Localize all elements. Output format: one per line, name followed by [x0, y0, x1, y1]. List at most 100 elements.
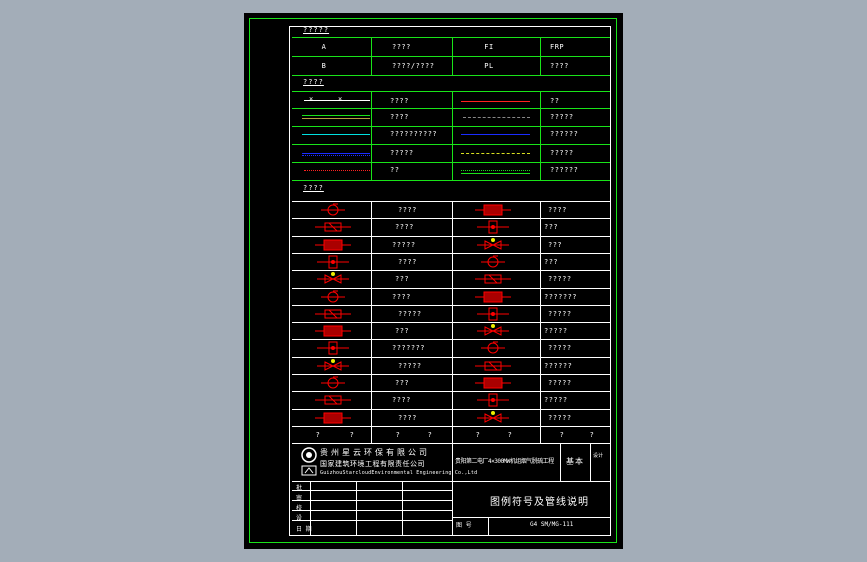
legend-symbol	[315, 325, 351, 337]
legend-symbol	[475, 361, 511, 371]
legend-symbol	[315, 412, 351, 424]
symbol-desc: ????	[392, 293, 411, 301]
pipe-desc: ?????	[550, 113, 574, 121]
last-row-mark: ?	[507, 431, 513, 439]
pipe-desc: ?????	[550, 149, 574, 157]
last-row-mark: ?	[475, 431, 481, 439]
legend-symbol	[477, 307, 509, 321]
symbol-desc: ?????	[398, 362, 422, 370]
drawing-title: 图例符号及管线说明	[490, 497, 589, 508]
section-title-abbr: ?????	[303, 26, 330, 34]
symbol-desc: ???	[395, 379, 410, 387]
symbol-column-divider	[540, 201, 541, 443]
company-name-en: GuizhouStarcloudEnvironmental Engineerin…	[320, 470, 478, 476]
title-block-line	[292, 490, 452, 491]
abbr-desc: ????/????	[392, 62, 435, 70]
company-name-cn: 贵州星云环保有限公司	[320, 448, 430, 457]
pipe-desc: ??????	[550, 166, 579, 174]
row-divider	[292, 56, 610, 57]
pipe-desc: ??????	[550, 130, 579, 138]
row-divider	[292, 37, 610, 38]
last-row-mark: ?	[559, 431, 565, 439]
title-block-divider	[310, 481, 311, 536]
legend-symbol	[321, 203, 345, 216]
row-divider	[292, 126, 610, 127]
pipe-line-green-2	[302, 118, 370, 120]
pipe-line-green-2	[461, 173, 530, 175]
abbr-desc: ????	[550, 62, 569, 70]
title-block-top	[292, 443, 611, 444]
symbol-desc: ????	[398, 258, 417, 266]
sheet-frame	[249, 18, 617, 543]
title-block-line	[452, 517, 611, 518]
symbol-desc: ???	[544, 258, 559, 266]
last-row-mark: ?	[315, 431, 321, 439]
drawing-sheet	[244, 13, 623, 549]
legend-symbol	[315, 239, 351, 251]
cross-mark: ×	[309, 95, 314, 103]
abbr-desc: ????	[392, 43, 411, 51]
symbol-row-divider	[292, 339, 610, 340]
symbol-desc: ???	[395, 275, 410, 283]
pipe-line-blue-3	[302, 155, 370, 157]
pipe-desc: ?????	[390, 149, 414, 157]
symbol-row-divider	[292, 236, 610, 237]
legend-symbol	[315, 222, 351, 232]
symbol-desc: ???????	[392, 344, 426, 352]
abbr-code: A	[321, 43, 327, 51]
pipe-desc: ????	[390, 97, 409, 105]
row-divider	[292, 91, 610, 92]
symbol-desc: ???????	[544, 293, 578, 301]
symbol-desc: ?????	[548, 275, 572, 283]
company-logo	[301, 447, 317, 476]
symbol-row-divider	[292, 270, 610, 271]
row-divider	[292, 75, 610, 76]
legend-symbol	[315, 395, 351, 405]
column-divider	[371, 91, 372, 180]
pipe-line-gray-dashed	[463, 117, 530, 119]
title-block-row-label: 审	[296, 495, 303, 502]
legend-symbol	[317, 272, 349, 284]
section-title-symbols: ????	[303, 184, 324, 192]
pipe-line-green	[302, 115, 370, 117]
row-divider	[292, 108, 610, 109]
last-row-mark: ?	[589, 431, 595, 439]
title-block-row-label: 校	[296, 505, 303, 512]
symbol-desc: ???	[548, 241, 563, 249]
column-divider	[452, 37, 453, 75]
pipe-line-cyan	[302, 134, 370, 136]
pipe-desc: ????	[390, 113, 409, 121]
last-row-mark: ?	[349, 431, 355, 439]
symbol-desc: ????	[392, 396, 411, 404]
pipe-line-red-dotted	[304, 170, 370, 172]
last-row-mark: ?	[395, 431, 401, 439]
pipe-line-blue-2	[302, 153, 370, 155]
title-block-line	[292, 520, 452, 521]
title-block-divider	[560, 443, 561, 481]
legend-symbol	[481, 255, 505, 268]
title-block-row-label: 批	[296, 485, 303, 492]
row-divider	[292, 180, 610, 181]
row-divider	[292, 162, 610, 163]
symbol-row-divider	[292, 322, 610, 323]
legend-symbol	[315, 309, 351, 319]
symbol-desc: ????	[398, 206, 417, 214]
title-block-line	[292, 481, 611, 482]
drawing-no-label: 图 号	[456, 522, 472, 529]
title-block-divider	[488, 517, 489, 536]
column-divider	[452, 91, 453, 180]
symbol-desc: ?????	[548, 344, 572, 352]
symbol-desc: ?????	[548, 414, 572, 422]
pipe-desc: ??	[390, 166, 400, 174]
symbol-desc: ???	[395, 327, 410, 335]
abbr-desc: FRP	[550, 43, 565, 51]
row-divider	[292, 144, 610, 145]
company-name-cn-2: 国家建筑环境工程有限责任公司	[320, 460, 425, 468]
symbol-row-divider	[292, 218, 610, 219]
symbol-desc: ???	[544, 223, 559, 231]
symbol-desc: ????	[548, 206, 567, 214]
pipe-line-yellow	[461, 153, 530, 155]
symbol-row-divider	[292, 288, 610, 289]
symbol-desc: ?????	[548, 310, 572, 318]
symbol-row-divider	[292, 253, 610, 254]
